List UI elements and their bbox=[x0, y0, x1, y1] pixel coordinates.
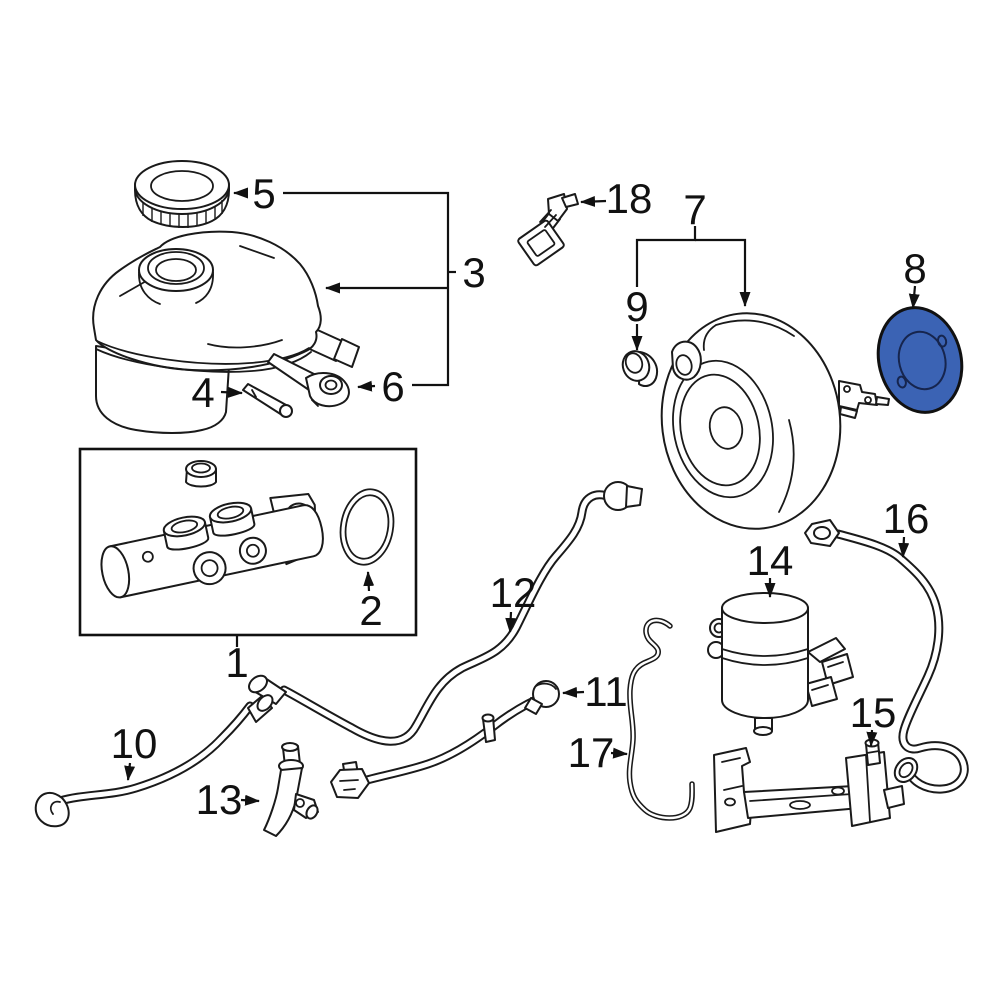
part-1-cap-detail[interactable] bbox=[185, 460, 217, 488]
part-3-reservoir[interactable] bbox=[92, 230, 360, 434]
callout-12[interactable]: 12 bbox=[490, 569, 537, 616]
part-1-group-box bbox=[78, 447, 418, 637]
part-8-gasket-highlighted[interactable] bbox=[867, 299, 972, 422]
callout-16[interactable]: 16 bbox=[883, 495, 930, 542]
part-16-hose[interactable] bbox=[804, 519, 969, 794]
callout-17[interactable]: 17 bbox=[568, 729, 615, 776]
part-10-pipe[interactable] bbox=[34, 692, 276, 828]
callout-8[interactable]: 8 bbox=[903, 245, 926, 292]
leader-13 bbox=[240, 794, 260, 806]
leader-2 bbox=[363, 571, 375, 592]
callout-3[interactable]: 3 bbox=[462, 249, 485, 296]
part-11-hose[interactable] bbox=[330, 680, 560, 799]
part-13-elbow-pipe[interactable] bbox=[263, 742, 320, 837]
callout-1[interactable]: 1 bbox=[225, 639, 248, 686]
part-4-pin[interactable] bbox=[242, 383, 293, 418]
callout-15[interactable]: 15 bbox=[850, 689, 897, 736]
leader-11 bbox=[562, 686, 585, 698]
leader-12 bbox=[505, 611, 517, 633]
callout-9[interactable]: 9 bbox=[625, 283, 648, 330]
callout-leaders bbox=[124, 187, 920, 806]
part-17-tube[interactable] bbox=[626, 617, 695, 821]
part-7-brake-booster[interactable] bbox=[650, 303, 890, 539]
leader-7-bracket-right bbox=[695, 238, 747, 292]
leader-6 bbox=[357, 380, 376, 392]
leader-16 bbox=[898, 536, 910, 558]
part-5-reservoir-cap[interactable] bbox=[134, 160, 230, 228]
callout-10[interactable]: 10 bbox=[111, 720, 158, 767]
callout-5[interactable]: 5 bbox=[252, 170, 275, 217]
part-6-elbow-fitting[interactable] bbox=[267, 353, 350, 408]
callout-2[interactable]: 2 bbox=[359, 587, 382, 634]
leader-17 bbox=[610, 747, 628, 759]
part-12-hose[interactable] bbox=[246, 481, 643, 746]
callout-labels: 1 2 3 4 5 6 7 8 9 10 11 12 13 14 15 16 1… bbox=[111, 170, 930, 823]
leader-18 bbox=[580, 195, 607, 207]
callout-14[interactable]: 14 bbox=[747, 537, 794, 584]
leader-4 bbox=[220, 386, 243, 398]
leader-7-bracket-left bbox=[635, 226, 697, 287]
callout-7[interactable]: 7 bbox=[683, 186, 706, 233]
gasket-hole-left bbox=[896, 375, 907, 389]
part-2-seal[interactable] bbox=[335, 485, 399, 569]
gasket-inner-ring bbox=[897, 330, 947, 391]
callout-18[interactable]: 18 bbox=[606, 175, 653, 222]
gasket-hole-right bbox=[936, 334, 948, 348]
part-14-vacuum-pump[interactable] bbox=[707, 592, 854, 736]
callout-13[interactable]: 13 bbox=[196, 776, 243, 823]
part-1-master-cylinder[interactable] bbox=[94, 486, 329, 606]
part-9-grommet[interactable] bbox=[619, 347, 658, 387]
leader-10 bbox=[124, 762, 136, 781]
leader-15 bbox=[866, 729, 878, 747]
callout-11[interactable]: 11 bbox=[584, 668, 628, 715]
callout-4[interactable]: 4 bbox=[191, 369, 214, 416]
callout-6[interactable]: 6 bbox=[381, 363, 404, 410]
part-18-sensor[interactable] bbox=[517, 193, 579, 267]
leader-8 bbox=[908, 285, 920, 309]
